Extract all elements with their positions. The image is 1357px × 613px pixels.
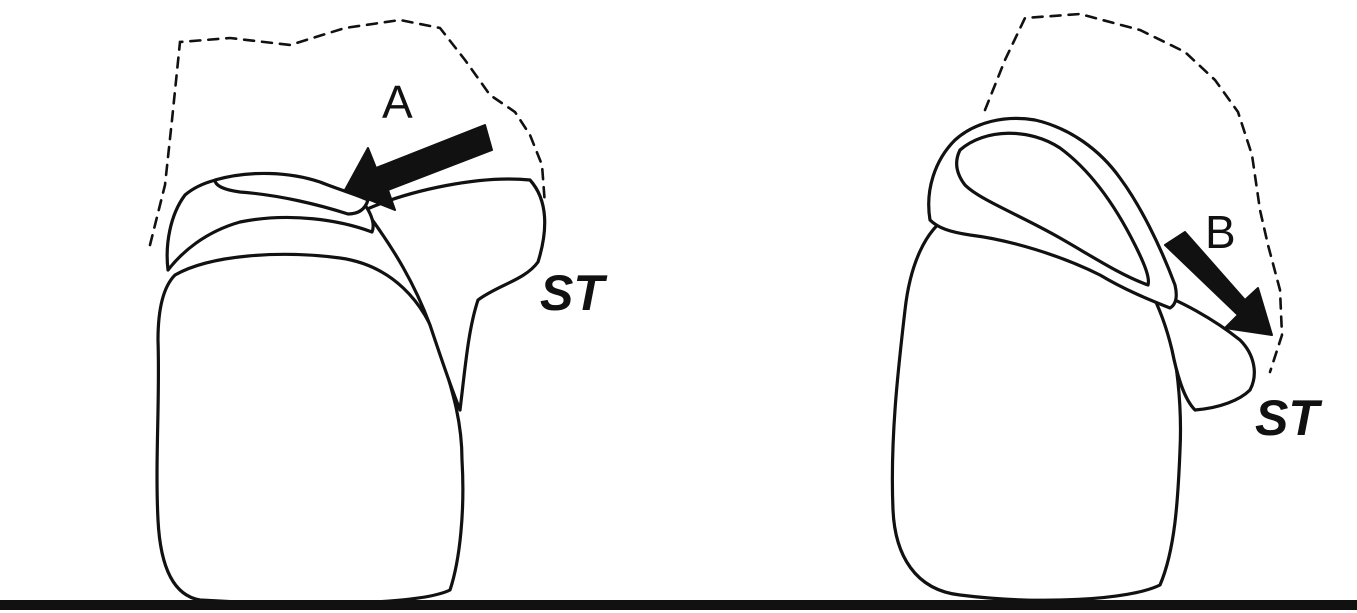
right-arrow-label: B xyxy=(1205,206,1236,258)
right-panel: B ST xyxy=(892,14,1323,600)
left-panel: A ST xyxy=(150,20,608,603)
right-st-label: ST xyxy=(1255,390,1323,446)
ground-line xyxy=(0,600,1357,610)
left-calcaneus-body xyxy=(157,254,463,603)
left-arrow-label: A xyxy=(382,76,413,128)
left-st-label: ST xyxy=(540,265,608,321)
